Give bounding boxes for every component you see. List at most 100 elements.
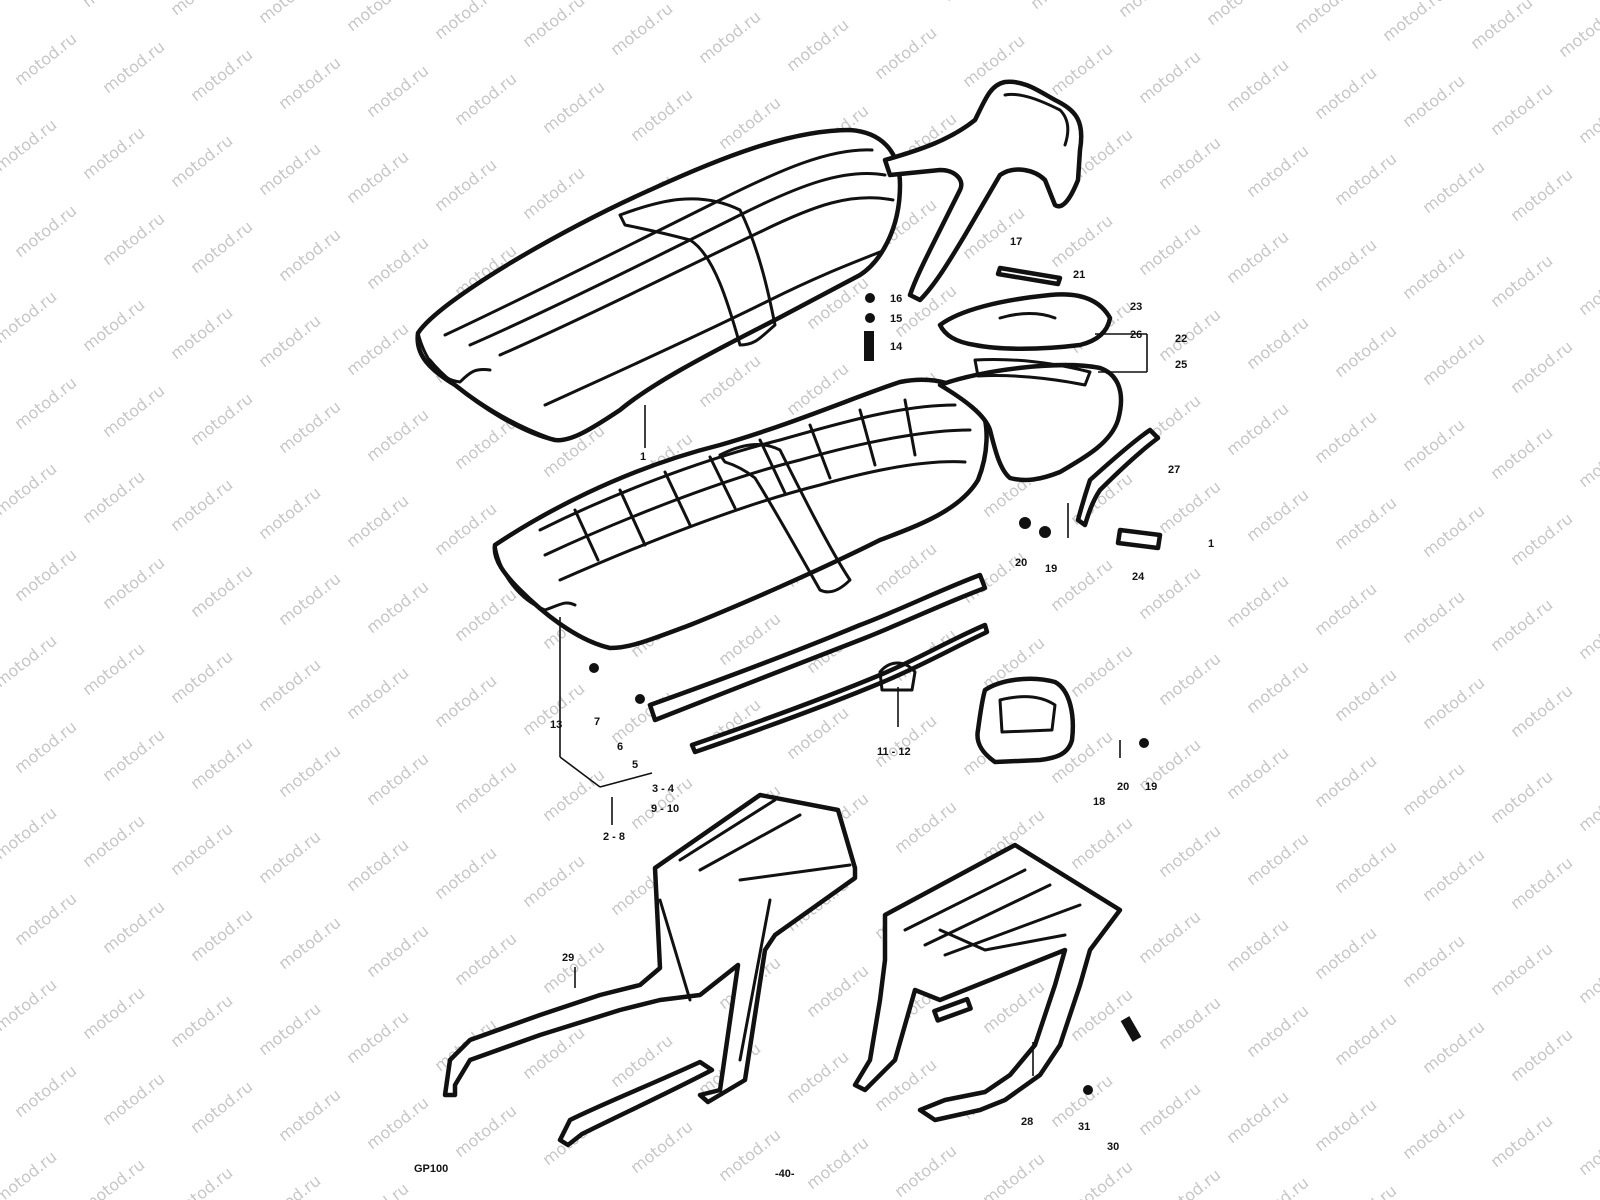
upper-seat (415, 127, 903, 443)
watermark-text: motod.ru (167, 1163, 237, 1200)
watermark-text: motod.ru (431, 155, 501, 215)
watermark-text: motod.ru (1575, 775, 1600, 835)
watermark-text: motod.ru (1135, 219, 1205, 279)
watermark-text: motod.ru (519, 851, 589, 911)
watermark-text: motod.ru (79, 811, 149, 871)
watermark-text: motod.ru (1243, 1001, 1313, 1061)
callout-30: 30 (1107, 1141, 1119, 1153)
watermark-text: motod.ru (79, 123, 149, 183)
callout-26: 26 (1130, 329, 1142, 341)
watermark-text: motod.ru (1575, 603, 1600, 663)
watermark-text: motod.ru (255, 827, 325, 887)
seat-trim-strips (647, 572, 990, 755)
watermark-text: motod.ru (1419, 845, 1489, 905)
watermark-text: motod.ru (1331, 1009, 1401, 1069)
watermark-text: motod.ru (363, 405, 433, 465)
watermark-text: motod.ru (1399, 931, 1469, 991)
watermark-text: motod.ru (979, 977, 1049, 1037)
watermark-text: motod.ru (167, 647, 237, 707)
carrier-rack-right (852, 842, 1123, 1123)
watermark-text: motod.ru (539, 937, 609, 997)
watermark-text: motod.ru (343, 147, 413, 207)
watermark-text: motod.ru (1507, 337, 1577, 397)
watermark-text: motod.ru (1155, 821, 1225, 881)
watermark-text: motod.ru (1291, 0, 1361, 37)
watermark-text: motod.ru (363, 233, 433, 293)
watermark-text: motod.ru (1243, 141, 1313, 201)
page-number: -40- (775, 1168, 795, 1180)
watermark-text: motod.ru (255, 139, 325, 199)
watermark-text: motod.ru (1507, 681, 1577, 741)
watermark-text: motod.ru (275, 913, 345, 973)
watermark-text: motod.ru (1223, 227, 1293, 287)
watermark-text: motod.ru (1595, 689, 1600, 749)
watermark-text: motod.ru (627, 1117, 697, 1177)
watermark-text: motod.ru (187, 905, 257, 965)
watermark-text: motod.ru (1487, 423, 1557, 483)
watermark-text: motod.ru (1331, 149, 1401, 209)
watermark-text: motod.ru (891, 1141, 961, 1200)
watermark-text: motod.ru (1155, 649, 1225, 709)
watermark-text: motod.ru (363, 61, 433, 121)
watermark-text: motod.ru (1155, 477, 1225, 537)
watermark-text: motod.ru (343, 835, 413, 895)
watermark-text: motod.ru (79, 467, 149, 527)
callout-6: 6 (617, 741, 623, 753)
watermark-text: motod.ru (1135, 907, 1205, 967)
watermark-text: motod.ru (1507, 853, 1577, 913)
watermark-text: motod.ru (187, 733, 257, 793)
watermark-text: motod.ru (1047, 211, 1117, 271)
main-seat (492, 377, 989, 651)
watermark-text: motod.ru (1223, 915, 1293, 975)
small-parts (589, 265, 1163, 1095)
watermark-text: motod.ru (167, 0, 237, 19)
watermark-text: motod.ru (431, 499, 501, 559)
watermark-text: motod.ru (803, 1133, 873, 1193)
callout-17: 17 (1010, 236, 1022, 248)
watermark-text: motod.ru (167, 475, 237, 535)
watermark-text: motod.ru (1223, 1087, 1293, 1147)
watermark-text: motod.ru (11, 201, 81, 261)
watermark-text: motod.ru (255, 999, 325, 1059)
watermark-text: motod.ru (343, 319, 413, 379)
watermark-text: motod.ru (79, 0, 149, 11)
watermark-text: motod.ru (803, 961, 873, 1021)
watermark-text: motod.ru (519, 0, 589, 51)
watermark-text: motod.ru (1331, 1181, 1401, 1200)
callout-9-10: 9 - 10 (651, 803, 679, 815)
watermark-text: motod.ru (1487, 767, 1557, 827)
watermark-text: motod.ru (275, 1085, 345, 1145)
callout-29: 29 (562, 952, 574, 964)
watermark-text: motod.ru (1419, 1017, 1489, 1077)
watermark-text: motod.ru (871, 711, 941, 771)
watermark-text: motod.ru (431, 0, 501, 43)
watermark-text: motod.ru (1135, 47, 1205, 107)
watermark-text: motod.ru (1399, 759, 1469, 819)
watermark-text: motod.ru (1243, 1173, 1313, 1200)
watermark-text: motod.ru (363, 577, 433, 637)
watermark-text: motod.ru (1027, 0, 1097, 13)
watermark-text: motod.ru (0, 115, 60, 175)
watermark-text: motod.ru (1331, 321, 1401, 381)
watermark-text: motod.ru (255, 0, 325, 27)
callout-28: 28 (1021, 1116, 1033, 1128)
watermark-text: motod.ru (1115, 0, 1185, 21)
watermark-text: motod.ru (1399, 587, 1469, 647)
watermark-text: motod.ru (1067, 813, 1137, 873)
watermark-text: motod.ru (1399, 71, 1469, 131)
watermark-text: motod.ru (255, 655, 325, 715)
callout-18: 18 (1093, 796, 1105, 808)
watermark-text: motod.ru (451, 929, 521, 989)
watermark-text: motod.ru (343, 0, 413, 35)
leader-lines (559, 333, 1148, 1076)
watermark-text: motod.ru (1419, 157, 1489, 217)
callout-21: 21 (1073, 269, 1085, 281)
watermark-text: motod.ru (11, 545, 81, 605)
watermark-text: motod.ru (1311, 407, 1381, 467)
model-label: GP100 (414, 1163, 448, 1175)
watermark-text: motod.ru (79, 983, 149, 1043)
watermark-text: motod.ru (695, 7, 765, 67)
watermark-text: motod.ru (99, 725, 169, 785)
